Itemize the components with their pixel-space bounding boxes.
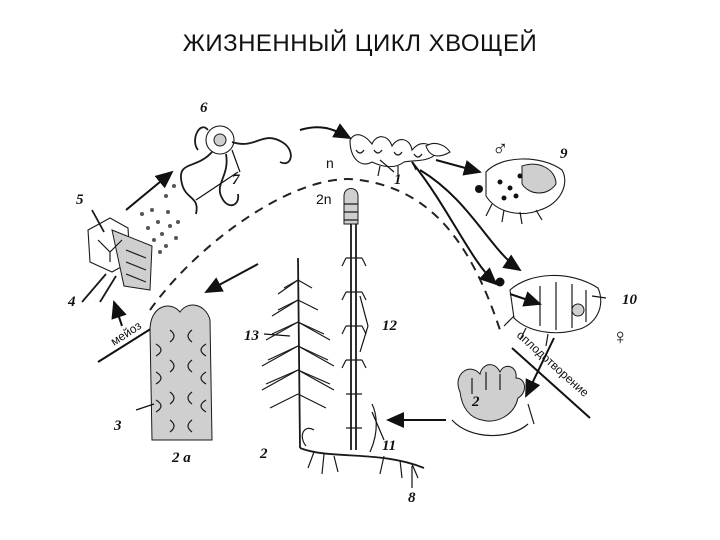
- strobilus-section-illustration: [150, 305, 212, 440]
- label-13: 13: [244, 328, 260, 344]
- sterile-shoot-illustration: [262, 258, 334, 448]
- label-2a: 2 а: [171, 450, 191, 466]
- label-7: 7: [232, 172, 240, 188]
- label-12: 12: [382, 318, 398, 334]
- label-9: 9: [560, 146, 568, 162]
- ploidy-diploid-label: 2n: [316, 191, 332, 207]
- sporangiophore-illustration: [82, 184, 180, 302]
- label-1: 1: [394, 172, 402, 188]
- label-8: 8: [408, 490, 416, 506]
- male-symbol: ♂: [492, 136, 509, 161]
- label-6: 6: [200, 100, 208, 116]
- label-11: 11: [382, 438, 396, 454]
- ploidy-haploid-label: n: [326, 155, 334, 171]
- young-sporophyte-illustration: [452, 365, 534, 436]
- label-5: 5: [76, 192, 84, 208]
- antheridium-illustration: [475, 159, 565, 224]
- label-3: 3: [113, 418, 122, 434]
- female-symbol: ♀: [612, 324, 629, 349]
- label-4: 4: [67, 294, 76, 310]
- archegonium-illustration: [496, 275, 601, 346]
- label-2-plant: 2: [259, 446, 268, 462]
- label-2-center: 2: [471, 394, 480, 410]
- label-10: 10: [622, 292, 638, 308]
- prothallus-illustration: [350, 135, 450, 176]
